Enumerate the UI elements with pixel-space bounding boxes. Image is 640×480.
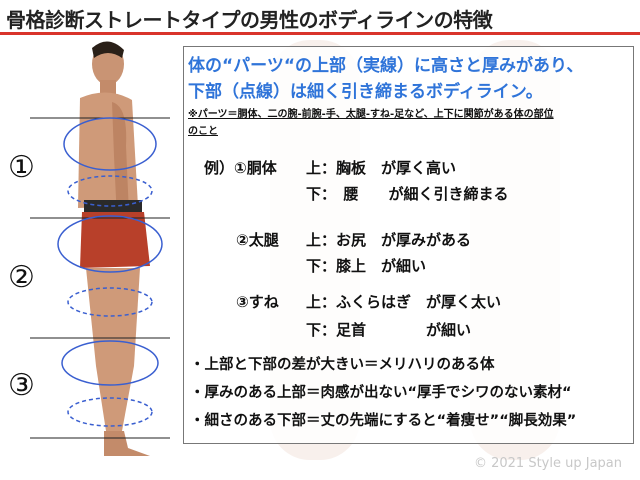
example-lower: 下：膝上 が細い	[306, 257, 427, 275]
marker-3: ③	[8, 368, 35, 403]
bullet-item: ・厚みのある上部＝肉感が出ない“厚手でシワのない素材“	[190, 385, 572, 401]
note-line-2: のこと	[188, 126, 218, 137]
headline-line-1: 体の“パーツ“の上部（実線）に高さと厚みがあり、	[188, 56, 584, 76]
upper-ellipse	[57, 215, 163, 273]
example-label: ③すね	[236, 293, 279, 311]
bullet-item: ・細さのある下部＝丈の先端にすると“着痩せ”“脚長効果”	[190, 413, 577, 429]
bullet-item: ・上部と下部の差が大きい＝メリハリのある体	[190, 357, 495, 373]
man-silhouette	[78, 41, 150, 456]
copyright: © 2021 Style up Japan	[473, 456, 622, 471]
marker-2: ②	[8, 260, 35, 295]
title-divider	[0, 32, 640, 35]
example-lower: 下： 腰 が細く引き締まる	[306, 185, 509, 203]
note-line-1: ※パーツ＝胴体、二の腕-前腕-手、太腿-すね-足など、上下に関節がある体の部位	[188, 109, 554, 120]
lower-ellipse	[67, 175, 153, 207]
description-box: 体の“パーツ“の上部（実線）に高さと厚みがあり、 下部（点線）は細く引き締まるボ…	[183, 46, 634, 444]
page-title: 骨格診断ストレートタイプの男性のボディラインの特徴	[6, 8, 493, 32]
upper-ellipse	[63, 117, 157, 171]
example-lower: 下：足首 が細い	[306, 321, 472, 339]
example-upper: 上：胸板 が厚く高い	[306, 159, 457, 177]
body-figure	[30, 41, 170, 456]
upper-ellipse	[61, 340, 159, 386]
lower-ellipse	[67, 397, 153, 427]
lower-ellipse	[67, 287, 153, 317]
example-upper: 上：ふくらはぎ が厚く太い	[306, 293, 502, 311]
guide-lines	[30, 117, 170, 439]
marker-1: ①	[8, 150, 35, 185]
example-label: ②太腿	[236, 231, 279, 249]
headline-line-2: 下部（点線）は細く引き締まるボディライン。	[188, 82, 543, 102]
example-upper: 上：お尻 が厚みがある	[306, 231, 472, 249]
example-label: 例）①胴体	[204, 159, 277, 177]
